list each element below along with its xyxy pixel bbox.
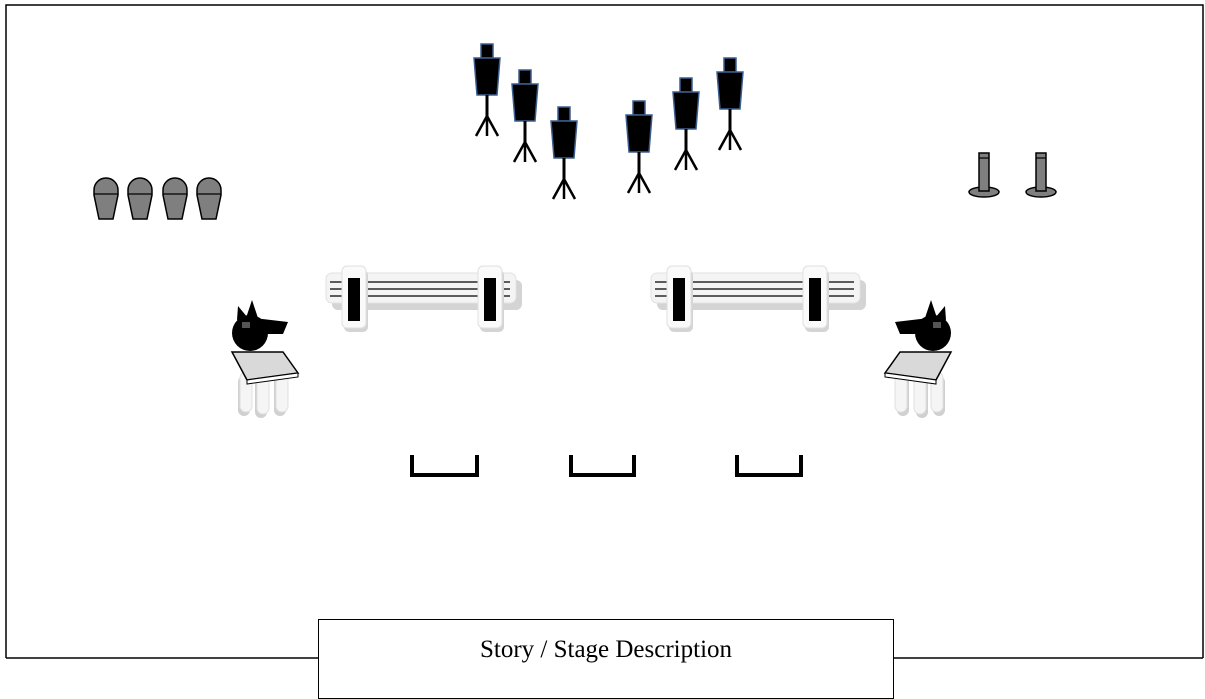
cardboard-targets	[473, 43, 744, 200]
caption-text: Story / Stage Description	[479, 636, 733, 663]
popper-targets	[93, 177, 222, 220]
plate-target-icon	[968, 152, 1000, 198]
plate-targets	[968, 152, 1057, 198]
shooter-table-icon-right	[883, 300, 953, 418]
fault-boxes	[410, 455, 803, 477]
shooter-table-icon	[230, 300, 300, 418]
caption-box: Story / Stage Description	[318, 619, 894, 699]
cardboard-target-icon	[473, 43, 501, 137]
fault-line-box-icon	[735, 455, 803, 477]
fault-line-box-icon	[410, 455, 479, 477]
wall-barricade-icon	[325, 265, 522, 332]
cardboard-target-icon	[672, 77, 700, 171]
shooter-stations	[230, 300, 953, 418]
stage-border	[5, 4, 1204, 658]
cardboard-target-icon	[625, 100, 653, 194]
plate-target-icon	[1025, 152, 1057, 198]
cardboard-target-icon	[550, 106, 578, 200]
cardboard-target-icon	[511, 69, 539, 163]
popper-target-icon	[127, 177, 153, 220]
popper-target-icon	[93, 177, 119, 220]
cardboard-target-icon	[716, 57, 744, 151]
popper-target-icon	[162, 177, 188, 220]
wall-barricade-icon	[650, 265, 866, 332]
fault-line-box-icon	[569, 455, 636, 477]
popper-target-icon	[196, 177, 222, 220]
wall-barricades	[325, 265, 866, 332]
